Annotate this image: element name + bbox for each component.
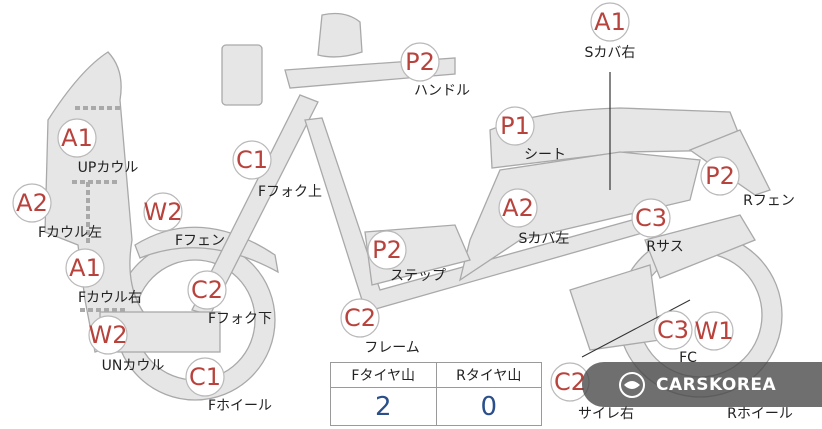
damage-code: A2 (502, 194, 534, 222)
damage-marker: W1 (694, 311, 734, 351)
damage-code: W1 (695, 317, 734, 345)
marker-circle (340, 298, 380, 338)
marker-circle (65, 248, 105, 288)
part-label: Fホイール (208, 398, 272, 414)
damage-code: P2 (705, 162, 735, 190)
part-label: Fカウル左 (38, 225, 102, 241)
marker-circle (57, 118, 97, 158)
damage-code: C3 (635, 204, 667, 232)
part-label: ハンドル (414, 83, 470, 99)
damage-marker: P2 ステップ (367, 230, 446, 284)
marker-circle (694, 311, 734, 351)
marker-circle (12, 183, 52, 223)
damage-code: A2 (16, 189, 48, 217)
tire-table-values: 2 0 (331, 388, 541, 425)
damage-marker: P1 シート (495, 106, 566, 163)
rear-shock-shape (644, 214, 756, 279)
damage-code: P2 (405, 48, 435, 76)
damage-marker: P2 ハンドル (400, 42, 470, 99)
damage-marker: Rホイール (727, 406, 793, 422)
marker-circle (143, 192, 183, 232)
front-tire-header: Fタイヤ山 (331, 363, 437, 387)
front-tire-value: 2 (331, 388, 437, 425)
side-cover-shape (458, 151, 701, 282)
part-label: Fフォク下 (208, 311, 272, 327)
marker-circle (590, 2, 630, 42)
part-label: Fフェン (175, 233, 225, 249)
part-label: Fカウル右 (78, 290, 142, 306)
marker-circle (498, 188, 538, 228)
marker-circle (187, 270, 227, 310)
marker-circle (185, 357, 225, 397)
damage-code: A1 (61, 124, 93, 152)
part-label: Rホイール (727, 406, 793, 422)
damage-code: P1 (500, 112, 530, 140)
marker-circle (495, 106, 535, 146)
damage-marker: C2 フレーム (340, 298, 420, 356)
part-label: Sカバ右 (585, 45, 636, 61)
marker-circle (653, 310, 693, 350)
part-label: ステップ (390, 268, 446, 284)
damage-code: W2 (89, 321, 128, 349)
rear-tire-value: 0 (480, 391, 498, 422)
damage-code: C2 (554, 368, 586, 396)
part-label: シート (524, 147, 566, 163)
damage-code: A1 (69, 254, 101, 282)
marker-circle (232, 140, 272, 180)
marker-circle (88, 315, 128, 355)
headlight-shape (221, 44, 263, 106)
muffler-shape (569, 264, 661, 351)
watermark-badge: CARSKOREA (582, 362, 822, 407)
damage-code: W2 (144, 198, 183, 226)
part-label: Rサス (646, 239, 683, 255)
damage-code: C2 (191, 276, 223, 304)
damage-code: C1 (189, 363, 221, 391)
marker-circle (400, 42, 440, 82)
tire-table-header: Fタイヤ山 Rタイヤ山 (331, 363, 541, 388)
watermark-text: CARSKOREA (656, 374, 777, 395)
damage-code: C2 (344, 304, 376, 332)
damage-marker: C2 サイレ右 (550, 362, 634, 422)
marker-circle (367, 230, 407, 270)
part-label: UPカウル (78, 160, 139, 176)
part-label: Rフェン (743, 193, 795, 209)
part-label: サイレ右 (578, 406, 634, 422)
part-label: Sカバ左 (519, 231, 570, 247)
rear-tire-header: Rタイヤ山 (456, 368, 522, 384)
part-label: Fフォク上 (258, 184, 322, 200)
damage-code: C3 (657, 316, 689, 344)
damage-code: C1 (236, 146, 268, 174)
tire-tread-table: Fタイヤ山 Rタイヤ山 2 0 (330, 362, 542, 426)
damage-code: A1 (594, 8, 626, 36)
carskorea-logo-icon (619, 371, 645, 398)
marker-circle (700, 156, 740, 196)
damage-code: P2 (372, 236, 402, 264)
marker-circle (631, 198, 671, 238)
part-label: フレーム (364, 340, 420, 356)
mirror-shape (317, 12, 363, 58)
part-label: UNカウル (102, 358, 165, 374)
